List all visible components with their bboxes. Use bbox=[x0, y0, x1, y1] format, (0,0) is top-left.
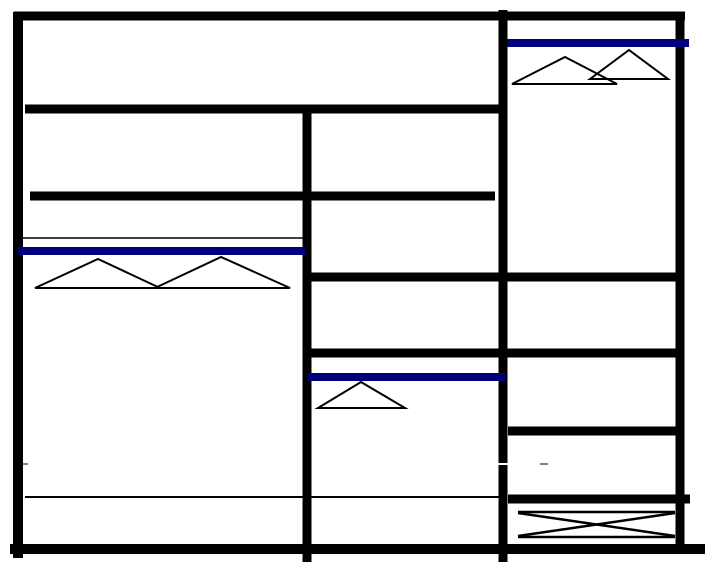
drawer-cross-2 bbox=[517, 511, 676, 538]
drawer bbox=[517, 510, 676, 539]
hanger-icon bbox=[586, 48, 672, 80]
hanger-icon bbox=[511, 55, 618, 85]
hanger-icon bbox=[34, 257, 161, 289]
hanger-icon bbox=[154, 255, 291, 289]
hanger-icon bbox=[314, 380, 409, 409]
